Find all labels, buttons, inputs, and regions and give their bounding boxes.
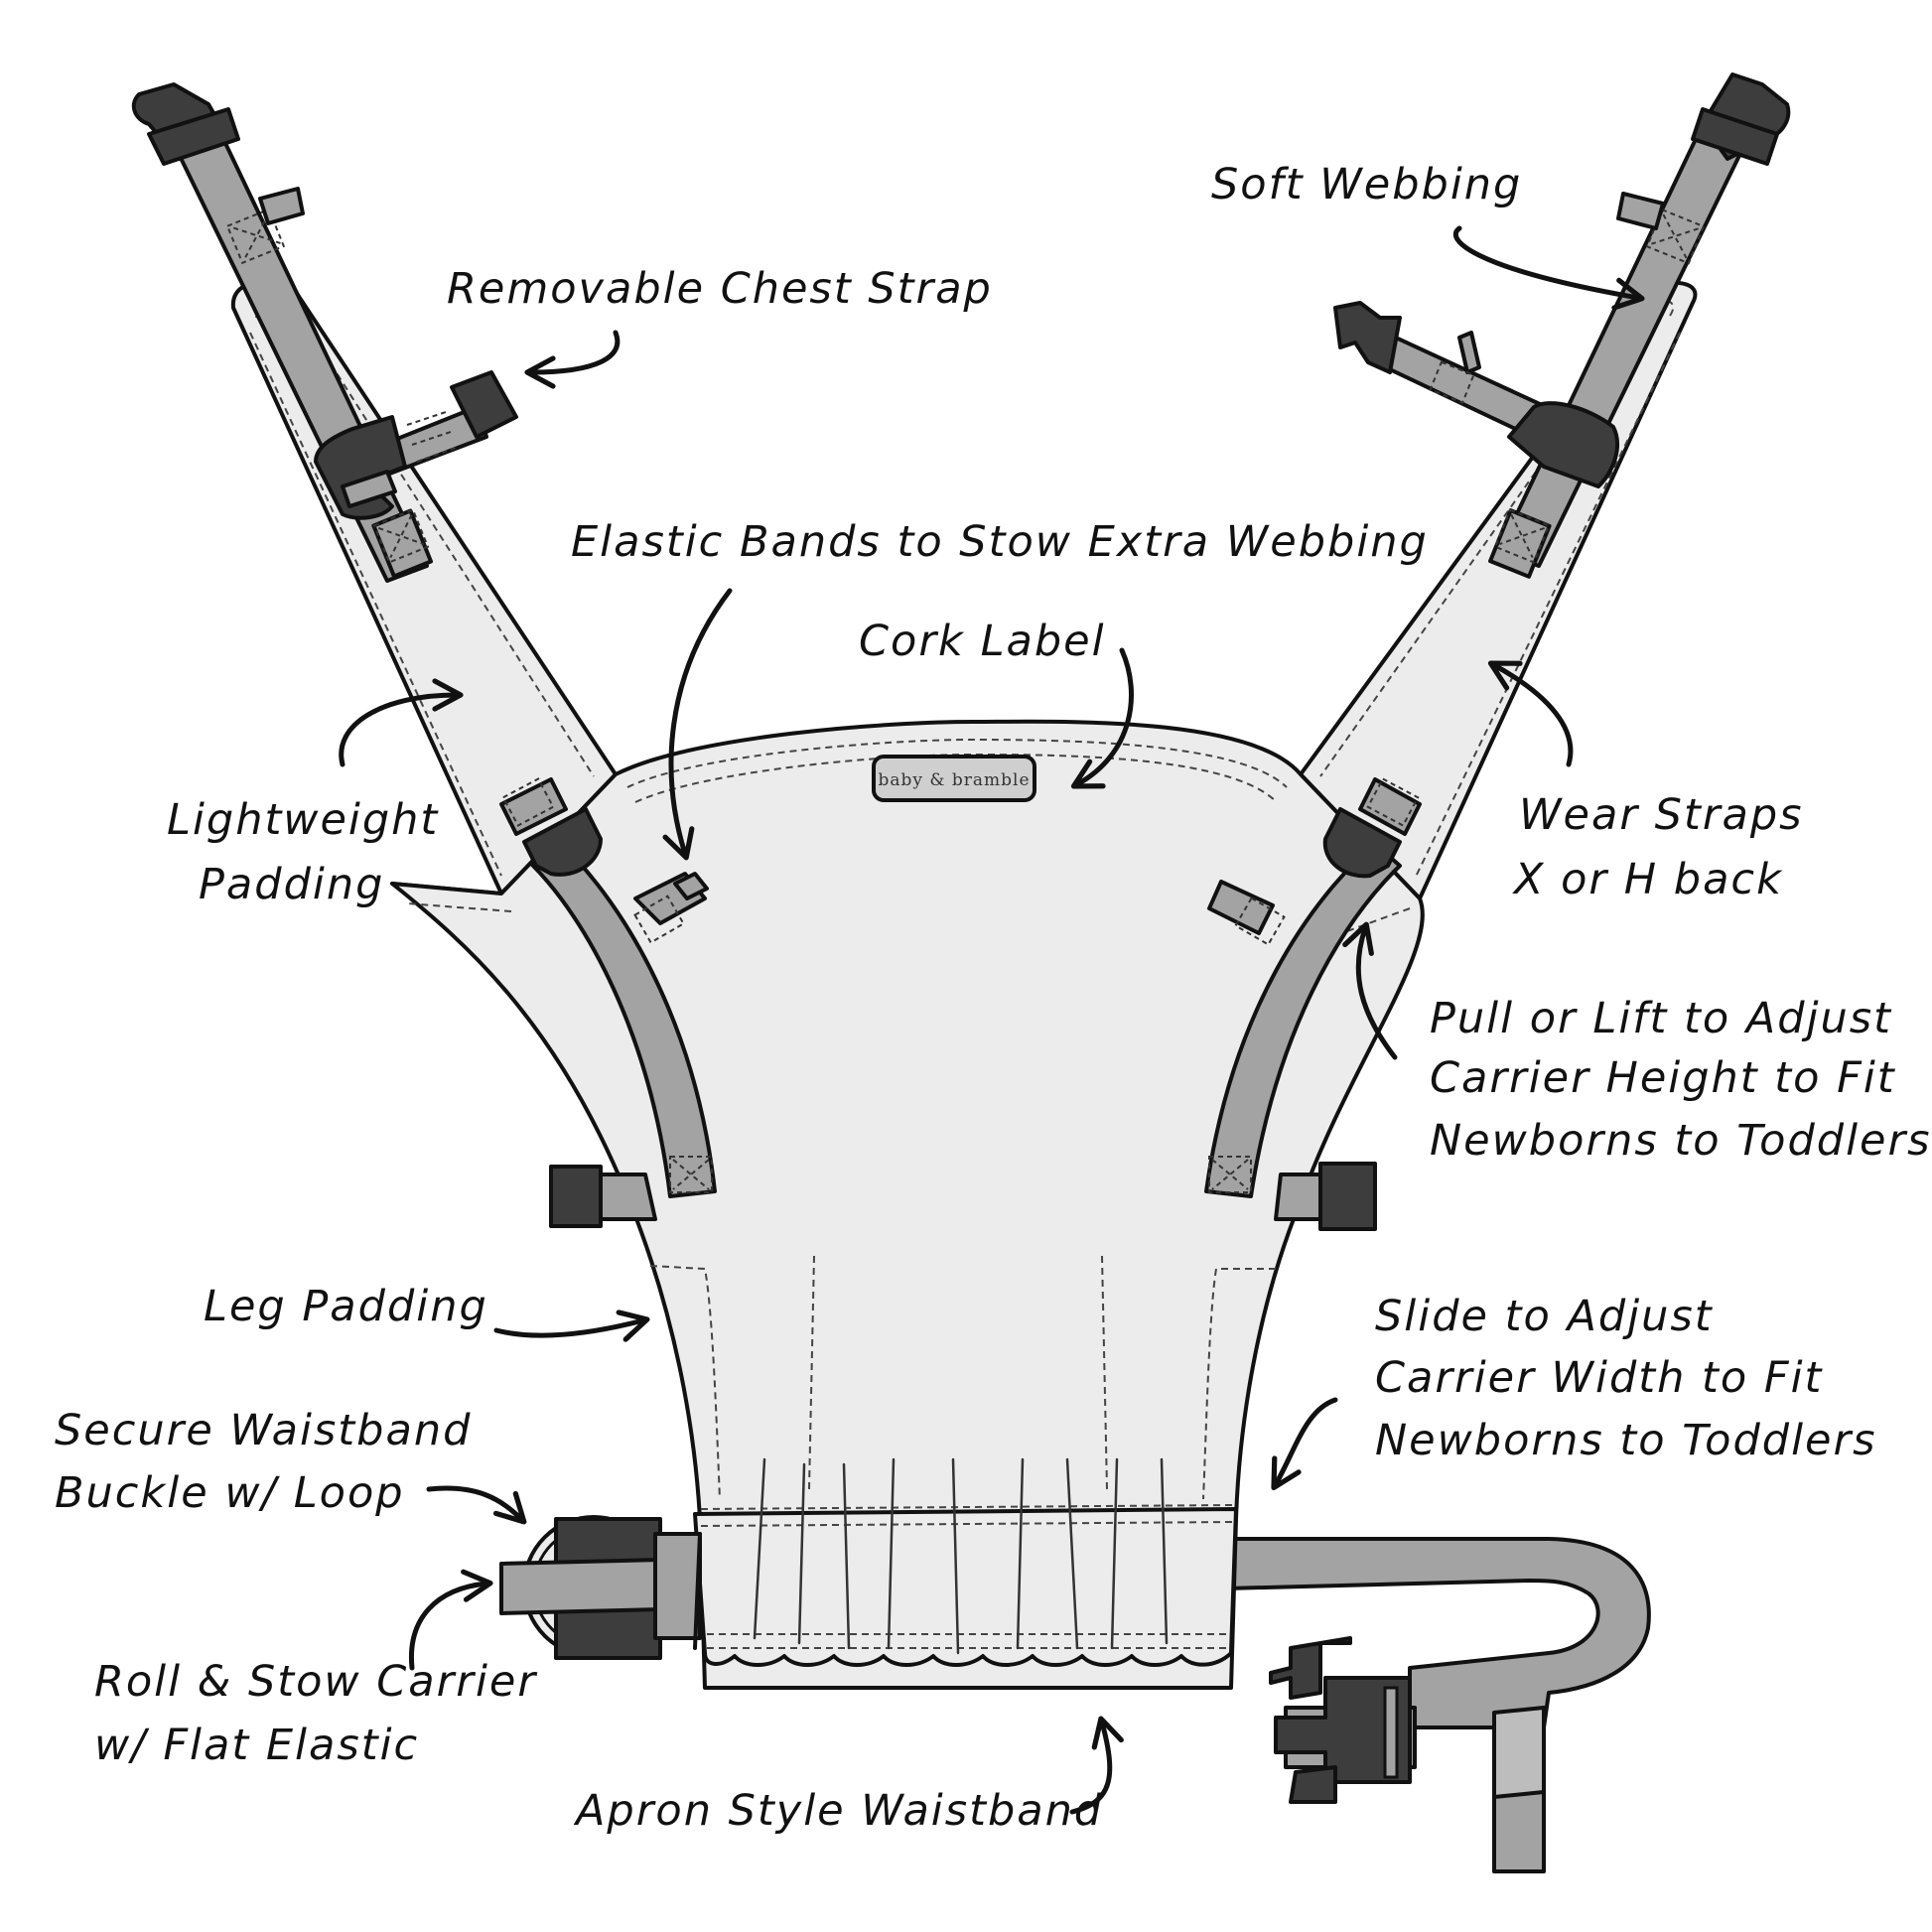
arrow-secure-waistband: [429, 1488, 521, 1519]
label-secure-waistband-2: Buckle w/ Loop: [55, 1468, 405, 1518]
webbing-left[interactable]: [179, 139, 431, 581]
waist-buckle-female[interactable]: [1271, 1638, 1415, 1802]
label-secure-waistband-1: Secure Waistband: [55, 1406, 472, 1455]
label-slide-to-adjust-2: Carrier Width to Fit: [1375, 1353, 1824, 1403]
label-roll-and-stow-1: Roll & Stow Carrier: [94, 1657, 537, 1707]
arrow-roll-and-stow: [411, 1584, 486, 1668]
label-wear-straps-2: X or H back: [1512, 855, 1783, 904]
waist-buckle-left[interactable]: [501, 1517, 700, 1658]
label-pull-or-lift-2: Carrier Height to Fit: [1430, 1053, 1896, 1103]
waist-belt-right[interactable]: [1226, 1539, 1649, 1871]
cork-label: baby & bramble: [874, 757, 1035, 800]
label-elastic-bands: Elastic Bands to Stow Extra Webbing: [571, 517, 1429, 567]
label-pull-or-lift-1: Pull or Lift to Adjust: [1430, 994, 1892, 1043]
brand-label: baby & bramble: [878, 770, 1030, 790]
width-buckle-left[interactable]: [551, 1167, 655, 1226]
label-removable-chest-strap: Removable Chest Strap: [447, 264, 993, 314]
label-apron-waistband: Apron Style Waistband: [573, 1786, 1103, 1836]
label-lightweight-padding-1: Lightweight: [167, 795, 439, 845]
label-leg-padding: Leg Padding: [204, 1282, 488, 1331]
belt-end-tab: [1494, 1787, 1544, 1871]
arrow-leg-padding: [496, 1320, 643, 1335]
label-slide-to-adjust-3: Newborns to Toddlers: [1375, 1416, 1877, 1465]
webbing-right[interactable]: [1490, 114, 1752, 577]
label-lightweight-padding-2: Padding: [199, 860, 384, 909]
label-roll-and-stow-2: w/ Flat Elastic: [94, 1721, 419, 1770]
chest-buckle-right-male[interactable]: [1335, 303, 1400, 372]
arrow-removable-chest-strap: [531, 333, 618, 372]
label-wear-straps-1: Wear Straps: [1519, 790, 1804, 840]
label-soft-webbing: Soft Webbing: [1211, 160, 1522, 209]
arrow-soft-webbing: [1455, 228, 1638, 298]
width-buckle-right[interactable]: [1276, 1164, 1375, 1229]
arrow-slide-to-adjust: [1276, 1400, 1335, 1484]
label-pull-or-lift-3: Newborns to Toddlers: [1430, 1116, 1932, 1166]
label-cork-label: Cork Label: [859, 617, 1106, 666]
label-slide-to-adjust-1: Slide to Adjust: [1375, 1292, 1714, 1341]
